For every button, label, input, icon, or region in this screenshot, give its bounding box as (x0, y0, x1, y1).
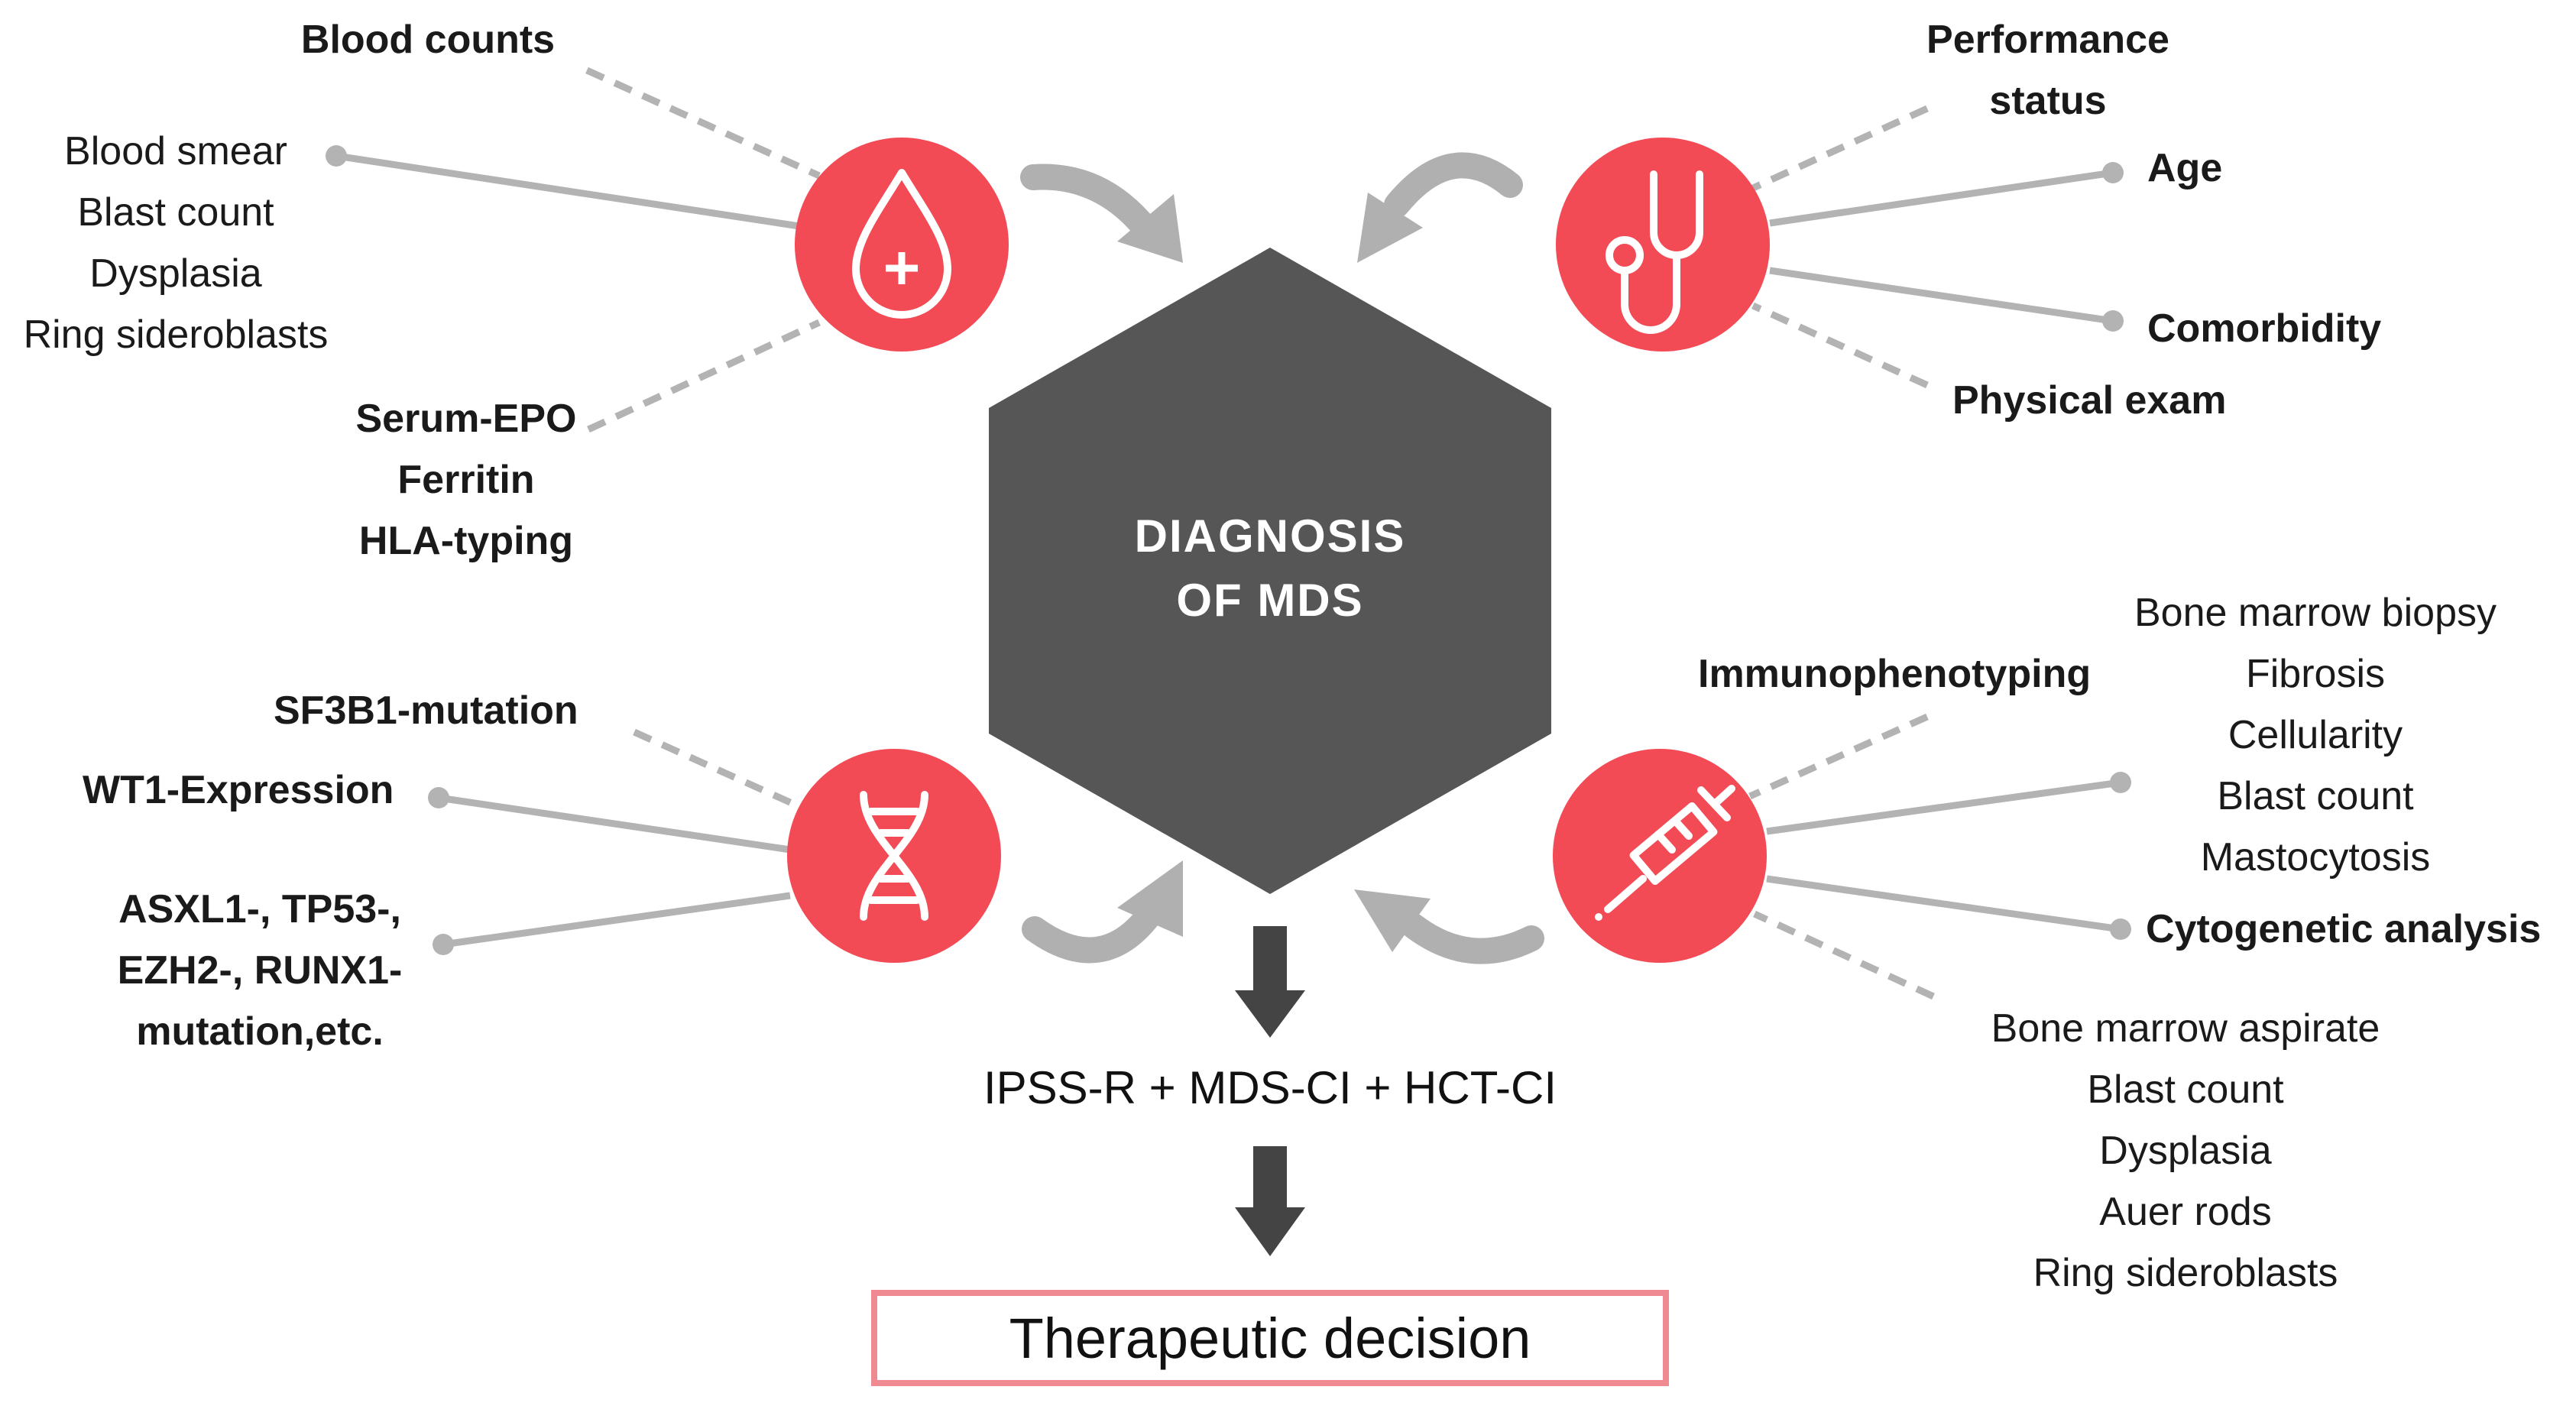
aspirate-item: Dysplasia (2099, 1129, 2272, 1173)
performance-status-line: status (1989, 79, 2107, 123)
biopsy-item: Mastocytosis (2200, 835, 2431, 880)
aspirate-title: Bone marrow aspirate (1991, 1006, 2380, 1051)
performance-status-group: Performance status (1880, 9, 2216, 131)
clinical-connectors (1751, 105, 2124, 389)
blood-connectors (326, 66, 821, 433)
aspirate-item: Ring sideroblasts (2033, 1251, 2338, 1295)
biopsy-title: Bone marrow biopsy (2134, 591, 2497, 635)
performance-status-line: Performance (1926, 18, 2169, 62)
center-hexagon (989, 248, 1551, 894)
cytogenetic-label: Cytogenetic analysis (2146, 907, 2542, 951)
curved-arrows (1020, 152, 1544, 964)
syringe-icon (1553, 749, 1767, 963)
sf3b1-label: SF3B1-mutation (274, 688, 578, 733)
mutations-group: ASXL1-, TP53-, EZH2-, RUNX1- mutation,et… (76, 879, 443, 1062)
blood-smear-item: Blast count (77, 190, 274, 235)
immunophenotyping-label: Immunophenotyping (1698, 652, 2092, 696)
blood-smear-title: Blood smear (64, 129, 287, 173)
blood-smear-item: Dysplasia (89, 251, 262, 296)
serum-item: Ferritin (397, 458, 535, 502)
therapeutic-decision-label: Therapeutic decision (1009, 1306, 1531, 1370)
marrow-connectors (1748, 713, 2131, 1000)
biopsy-group: Bone marrow biopsy Fibrosis Cellularity … (2101, 582, 2529, 888)
comorbidity-label: Comorbidity (2147, 306, 2382, 351)
genetic-connectors (428, 728, 808, 955)
curved-arrow-bottom-right (1354, 889, 1544, 964)
biopsy-item: Fibrosis (2245, 652, 2386, 696)
curved-arrow-top-left (1020, 164, 1183, 263)
wt1-label: WT1-Expression (83, 768, 394, 812)
blood-counts-label: Blood counts (300, 18, 556, 62)
mutations-line: EZH2-, RUNX1- (117, 948, 403, 993)
physical-exam-label: Physical exam (1952, 378, 2227, 423)
mutations-line: mutation,etc. (136, 1009, 384, 1054)
stethoscope-icon (1556, 138, 1770, 352)
blood-drop-icon (795, 138, 1009, 352)
blood-smear-group: Blood smear Blast count Dysplasia Ring s… (8, 121, 344, 365)
therapeutic-decision-box: Therapeutic decision (871, 1290, 1669, 1386)
dna-icon (787, 749, 1001, 963)
center-label-line2: OF MDS (1176, 575, 1364, 626)
curved-arrow-bottom-left (1022, 860, 1183, 964)
aspirate-group: Bone marrow aspirate Blast count Dysplas… (1941, 998, 2430, 1304)
biopsy-item: Cellularity (2228, 713, 2403, 757)
center-label: DIAGNOSIS OF MDS (993, 504, 1547, 633)
down-arrow-2 (1235, 1146, 1305, 1256)
down-arrow-1 (1235, 926, 1305, 1038)
serum-item: Serum-EPO (355, 397, 577, 441)
biopsy-item: Blast count (2217, 774, 2414, 818)
blood-smear-item: Ring sideroblasts (23, 313, 329, 357)
age-label: Age (2147, 146, 2223, 190)
curved-arrow-top-right (1357, 152, 1523, 263)
aspirate-item: Blast count (2087, 1067, 2284, 1112)
mutations-line: ASXL1-, TP53-, (118, 887, 401, 931)
risk-scores-label: IPSS-R + MDS-CI + HCT-CI (983, 1062, 1557, 1113)
center-label-line1: DIAGNOSIS (1134, 510, 1406, 562)
aspirate-item: Auer rods (2099, 1190, 2272, 1234)
serum-group: Serum-EPO Ferritin HLA-typing (329, 388, 604, 572)
serum-item: HLA-typing (358, 519, 574, 563)
